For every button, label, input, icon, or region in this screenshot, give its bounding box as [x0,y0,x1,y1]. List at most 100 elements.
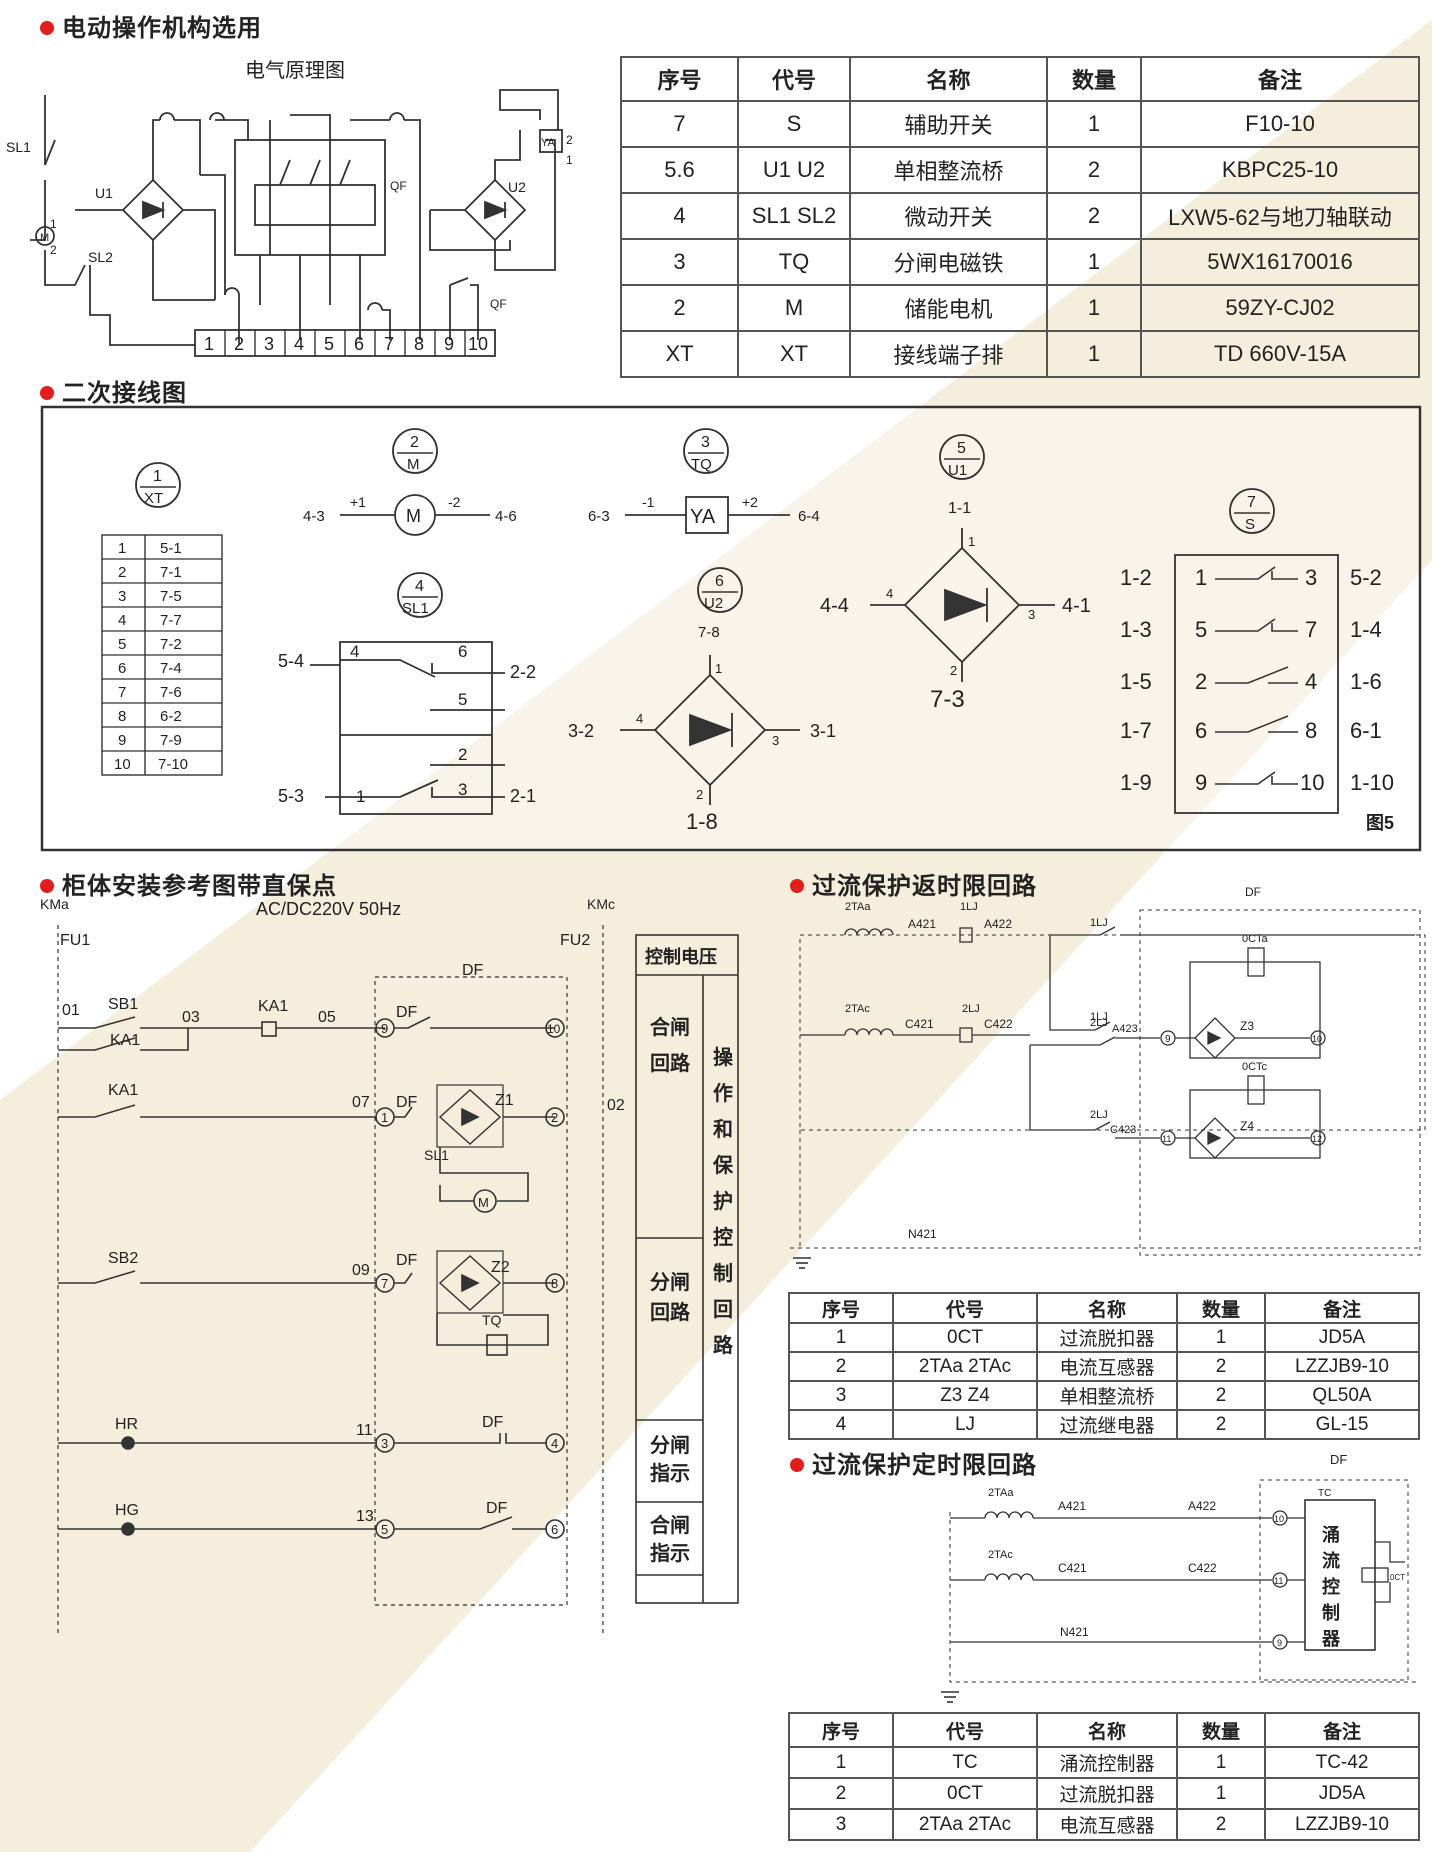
svg-text:1: 1 [118,540,126,557]
svg-text:C423: C423 [1110,1124,1136,1136]
svg-text:9: 9 [1195,770,1207,795]
svg-text:U2: U2 [704,595,723,612]
svg-text:1: 1 [356,787,365,806]
panel-open-loop: 分闸回路 [650,1272,690,1324]
u1-label: U1 [95,185,113,201]
svg-text:DF: DF [486,1500,508,1517]
svg-text:1-8: 1-8 [686,809,718,834]
svg-text:4: 4 [551,1436,558,1451]
svg-text:5-1: 5-1 [160,540,182,557]
table-header: 序号代号 名称数量 备注 [788,1712,1420,1748]
u2-label: U2 [508,179,526,195]
svg-text:+2: +2 [742,494,758,510]
svg-text:2: 2 [234,334,244,354]
svg-text:KA1: KA1 [108,1082,138,1099]
svg-text:KMa: KMa [40,896,69,912]
svg-text:A421: A421 [908,917,936,931]
svg-text:9: 9 [381,1021,388,1036]
svg-text:M: M [406,506,421,526]
svg-text:7-8: 7-8 [698,624,720,641]
svg-text:7-1: 7-1 [160,564,182,581]
svg-text:N421: N421 [908,1227,937,1241]
u2-bridge-symbol: 6 U2 7-8 1 4 3 2 3-2 3-1 1-8 [568,567,836,834]
svg-text:+1: +1 [350,494,366,510]
svg-text:5-3: 5-3 [278,786,304,806]
svg-text:2: 2 [458,745,467,764]
svg-text:0CT: 0CT [1390,1573,1405,1582]
svg-text:6: 6 [354,334,364,354]
svg-text:6-2: 6-2 [160,708,182,725]
svg-text:7-5: 7-5 [160,588,182,605]
svg-text:1LJ: 1LJ [1090,917,1108,929]
qf-label: QF [390,179,407,193]
svg-text:6: 6 [458,642,467,661]
svg-text:SL1: SL1 [424,1147,449,1163]
svg-text:2TAa: 2TAa [845,901,871,913]
svg-text:5: 5 [1195,617,1207,642]
svg-text:A423: A423 [1112,1023,1138,1035]
svg-text:M: M [478,1195,489,1210]
panel-close-loop: 合闸回路 [650,1017,690,1075]
svg-text:10: 10 [468,334,488,354]
ya-label: YA [541,137,556,149]
svg-text:12: 12 [1312,1134,1322,1144]
svg-text:1: 1 [381,1110,388,1125]
svg-text:7-7: 7-7 [160,612,182,629]
svg-text:1LJ: 1LJ [1090,1011,1108,1023]
svg-text:03: 03 [182,1009,200,1026]
inrush-controller-label: 涌流控制器 [1322,1525,1340,1649]
svg-text:5: 5 [381,1522,388,1537]
sl1-label: SL1 [6,139,31,155]
svg-text:FU2: FU2 [560,932,590,949]
bullet-icon [40,385,54,400]
svg-text:7-2: 7-2 [160,636,182,653]
panel-open-ind: 分闸指示 [650,1435,690,1485]
svg-text:DF: DF [462,962,484,979]
svg-text:3: 3 [118,588,126,605]
svg-text:2: 2 [950,663,957,678]
svg-text:8: 8 [414,334,424,354]
motor-icon [35,226,55,246]
svg-text:A422: A422 [1188,1499,1216,1513]
tq-symbol: 3 TQ YA 6-3 -1 +2 6-4 [588,428,820,534]
svg-text:3: 3 [772,733,779,748]
svg-text:1-10: 1-10 [1350,770,1394,795]
svg-text:4-6: 4-6 [495,508,517,525]
principle-diagram: 电气原理图 M QF YA QF SL1 SL2 [6,59,573,357]
svg-text:1-5: 1-5 [1120,669,1152,694]
svg-text:5: 5 [957,440,966,457]
svg-text:3: 3 [458,780,467,799]
svg-text:2-2: 2-2 [510,662,536,682]
svg-text:2LJ: 2LJ [1090,1017,1108,1029]
svg-text:1-4: 1-4 [1350,617,1382,642]
principle-title: 电气原理图 [245,59,345,82]
svg-text:图5: 图5 [1366,813,1394,833]
section-title-cabinet: 柜体安装参考图带直保点 [40,866,337,901]
svg-text:Z1: Z1 [495,1092,514,1109]
svg-text:2TAa: 2TAa [988,1487,1014,1499]
svg-text:7-4: 7-4 [160,660,182,677]
svg-text:9: 9 [444,334,454,354]
svg-text:4: 4 [350,642,359,661]
svg-text:Z4: Z4 [1240,1119,1254,1133]
svg-text:1-3: 1-3 [1120,617,1152,642]
svg-text:2TAc: 2TAc [845,1003,870,1015]
svg-text:AC/DC220V 50Hz: AC/DC220V 50Hz [256,899,401,919]
svg-text:07: 07 [352,1094,370,1111]
svg-text:4: 4 [886,586,893,601]
u1-bridge-symbol: 5 U1 1-1 1 4 3 2 4-4 4-1 7-3 [820,434,1091,713]
svg-text:7-9: 7-9 [160,732,182,749]
svg-text:C422: C422 [984,1017,1013,1031]
svg-text:10: 10 [1312,1034,1322,1044]
qf2-label: QF [490,297,507,311]
svg-text:YA: YA [690,506,716,528]
